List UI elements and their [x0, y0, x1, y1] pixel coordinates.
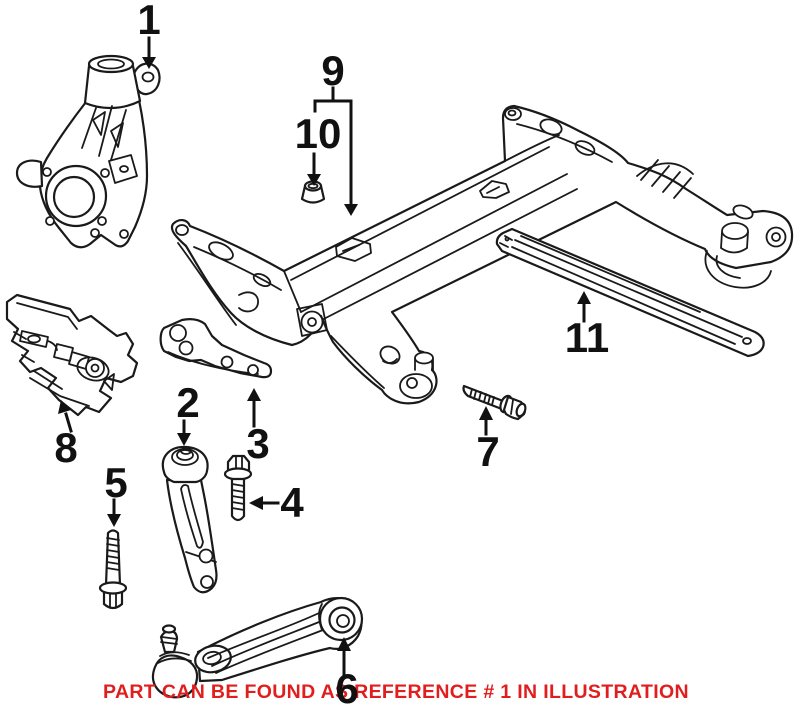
drawing-bolt-long: [98, 529, 128, 610]
callout-8-number: 8: [54, 424, 77, 471]
callout-6-number: 6: [335, 665, 358, 705]
callout-4: 4: [249, 479, 304, 526]
callout-6: 6: [335, 637, 359, 705]
drawing-link-arm: [161, 445, 218, 594]
callout-7: 7: [476, 406, 500, 475]
drawing-heat-shield: [5, 293, 139, 417]
callout-9-number: 9: [321, 47, 344, 94]
callout-9: 9: [313, 47, 358, 216]
reference-note: PART CAN BE FOUND AS REFERENCE # 1 IN IL…: [103, 681, 689, 703]
callout-10-number: 10: [295, 110, 342, 157]
callout-9-bracket: [313, 86, 353, 207]
drawing-bolt-short: [223, 454, 253, 522]
callout-11: 11: [565, 291, 609, 361]
drawing-bolt-diagonal: [462, 384, 527, 421]
callout-3: 3: [246, 388, 270, 467]
drawing-steering-knuckle: [15, 54, 161, 249]
callout-8: 8: [54, 400, 78, 471]
callout-1: 1: [137, 0, 161, 69]
callout-4-number: 4: [280, 479, 304, 526]
callout-10: 10: [295, 110, 342, 186]
callout-7-number: 7: [476, 428, 499, 475]
callout-3-number: 3: [246, 420, 269, 467]
drawing-reinforcement-brace: [495, 227, 765, 358]
drawing-subframe-crossmember: [170, 104, 794, 405]
drawing-control-arm: [151, 596, 364, 699]
callout-8-arrow: [64, 412, 73, 433]
callout-5-number: 5: [104, 459, 127, 506]
callout-2-number: 2: [176, 379, 199, 426]
callout-2: 2: [176, 379, 200, 446]
callout-11-number: 11: [565, 314, 609, 361]
callout-5: 5: [104, 459, 128, 527]
drawing-support-bracket: [159, 318, 273, 379]
callout-1-number: 1: [137, 0, 160, 43]
drawing-cap-plug: [300, 180, 326, 204]
